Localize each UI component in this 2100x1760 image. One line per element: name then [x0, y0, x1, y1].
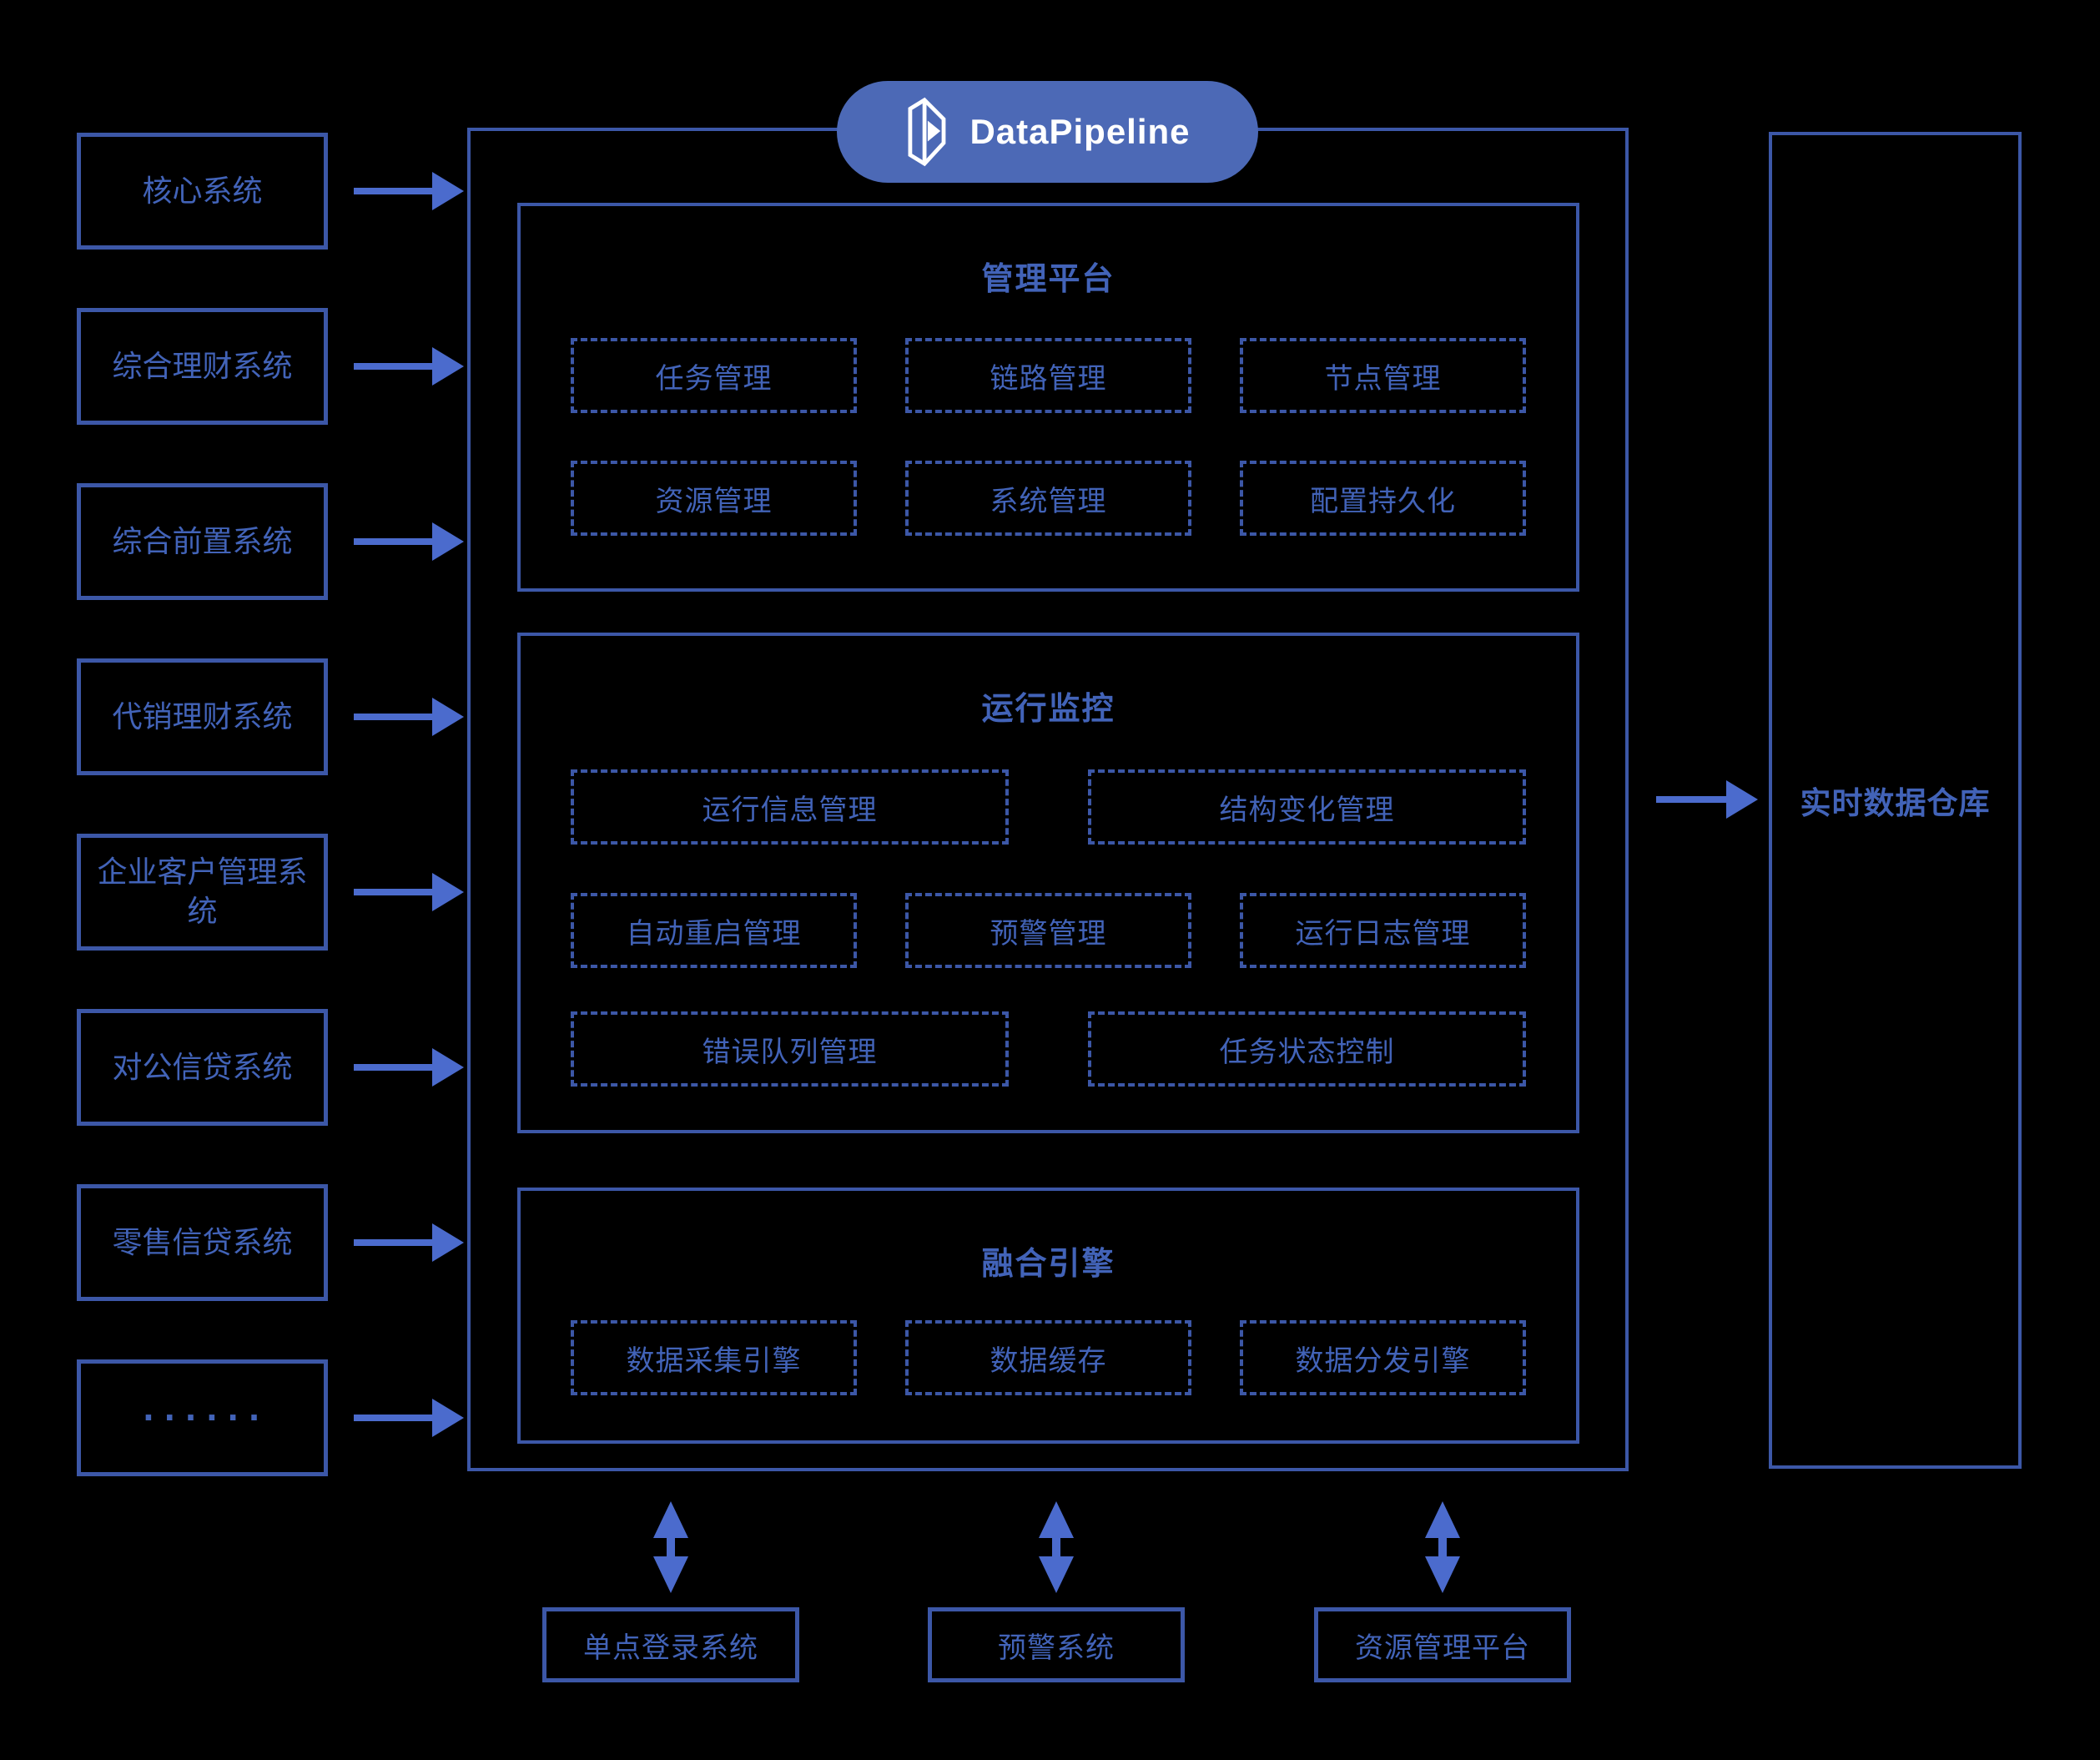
source-system-label: 核心系统 — [142, 173, 263, 208]
bottom-system-box: 资源管理平台 — [1314, 1607, 1571, 1682]
module-cell: 系统管理 — [905, 461, 1191, 536]
datapipeline-badge: DataPipeline — [837, 81, 1258, 183]
bottom-system-label: 单点登录系统 — [583, 1631, 758, 1664]
module-row: 自动重启管理 预警管理 运行日志管理 — [571, 893, 1526, 968]
bottom-system-label: 资源管理平台 — [1355, 1631, 1530, 1664]
section-fusion-engine: 融合引擎 数据采集引擎 数据缓存 数据分发引擎 — [517, 1188, 1579, 1444]
module-cell: 数据采集引擎 — [571, 1320, 857, 1395]
source-system-box-ellipsis: ······ — [77, 1359, 328, 1476]
section-management-platform: 管理平台 任务管理 链路管理 节点管理 资源管理 系统管理 配置持久化 — [517, 203, 1579, 592]
flow-arrow-right-icon — [354, 1184, 464, 1301]
module-cell: 预警管理 — [905, 893, 1191, 968]
source-system-box: 对公信贷系统 — [77, 1009, 328, 1126]
source-system-box: 零售信贷系统 — [77, 1184, 328, 1301]
module-cell: 运行日志管理 — [1240, 893, 1526, 968]
module-cell: 数据分发引擎 — [1240, 1320, 1526, 1395]
source-system-label: ······ — [143, 1395, 270, 1440]
source-systems-column: 核心系统 综合理财系统 综合前置系统 代销理财系统 企业客户管理系统 对公信贷系… — [77, 133, 328, 1476]
section-operation-monitoring: 运行监控 运行信息管理 结构变化管理 自动重启管理 预警管理 运行日志管理 错误… — [517, 633, 1579, 1133]
warehouse-flow-arrow-icon — [1656, 780, 1758, 819]
source-system-box: 综合理财系统 — [77, 308, 328, 425]
source-system-box: 代销理财系统 — [77, 658, 328, 775]
source-system-label: 零售信贷系统 — [112, 1224, 293, 1259]
source-system-box: 综合前置系统 — [77, 483, 328, 600]
module-cell: 运行信息管理 — [571, 769, 1009, 845]
source-system-box: 企业客户管理系统 — [77, 834, 328, 951]
module-cell: 节点管理 — [1240, 338, 1526, 413]
bidirectional-arrow-icon — [1425, 1501, 1460, 1593]
module-cell: 配置持久化 — [1240, 461, 1526, 536]
section-title: 融合引擎 — [981, 1247, 1115, 1282]
module-cell: 资源管理 — [571, 461, 857, 536]
source-system-label: 综合前置系统 — [112, 523, 293, 558]
module-row: 运行信息管理 结构变化管理 — [571, 769, 1526, 845]
source-system-label: 对公信贷系统 — [112, 1049, 293, 1084]
section-title: 管理平台 — [981, 262, 1115, 297]
flow-arrow-right-icon — [354, 1359, 464, 1476]
datapipeline-platform-container: 管理平台 任务管理 链路管理 节点管理 资源管理 系统管理 配置持久化 运行监控… — [467, 128, 1629, 1471]
module-cell: 结构变化管理 — [1088, 769, 1526, 845]
module-cell: 数据缓存 — [905, 1320, 1191, 1395]
flow-arrow-right-icon — [354, 834, 464, 951]
source-system-label: 代销理财系统 — [112, 698, 293, 734]
warehouse-label: 实时数据仓库 — [1800, 786, 1991, 820]
source-system-label: 企业客户管理系统 — [97, 855, 308, 928]
bidirectional-arrow-icon — [1039, 1501, 1074, 1593]
module-cell: 错误队列管理 — [571, 1011, 1009, 1087]
bottom-system-label: 预警系统 — [998, 1631, 1115, 1664]
flow-arrow-right-icon — [354, 133, 464, 250]
section-title: 运行监控 — [981, 692, 1115, 727]
flow-arrow-right-icon — [354, 308, 464, 425]
bidirectional-arrow-icon — [653, 1501, 688, 1593]
module-row: 错误队列管理 任务状态控制 — [571, 1011, 1526, 1087]
module-row: 数据采集引擎 数据缓存 数据分发引擎 — [571, 1320, 1526, 1395]
module-cell: 任务状态控制 — [1088, 1011, 1526, 1087]
source-arrows-column — [354, 133, 464, 1476]
bottom-system-box: 单点登录系统 — [542, 1607, 799, 1682]
module-cell: 任务管理 — [571, 338, 857, 413]
module-cell: 链路管理 — [905, 338, 1191, 413]
source-system-box: 核心系统 — [77, 133, 328, 250]
realtime-warehouse-box: 实时数据仓库 — [1769, 132, 2022, 1469]
module-row: 资源管理 系统管理 配置持久化 — [571, 461, 1526, 536]
bottom-system-box: 预警系统 — [928, 1607, 1185, 1682]
flow-arrow-right-icon — [354, 1009, 464, 1126]
datapipeline-logo-icon — [908, 97, 946, 167]
flow-arrow-right-icon — [354, 658, 464, 775]
flow-arrow-right-icon — [354, 483, 464, 600]
module-cell: 自动重启管理 — [571, 893, 857, 968]
datapipeline-badge-label: DataPipeline — [969, 112, 1191, 151]
module-row: 任务管理 链路管理 节点管理 — [571, 338, 1526, 413]
source-system-label: 综合理财系统 — [112, 348, 293, 383]
